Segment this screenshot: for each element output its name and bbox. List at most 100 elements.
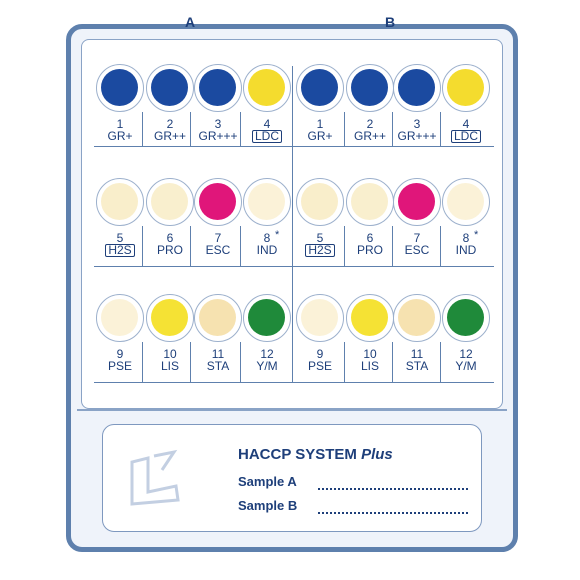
well-reaction-dot — [199, 299, 236, 336]
row-separator-1 — [94, 146, 494, 147]
test-well-a-5 — [96, 178, 144, 226]
test-well-a-6 — [146, 178, 194, 226]
well-reaction-dot — [351, 69, 388, 106]
well-reaction-dot — [248, 183, 285, 220]
sample-a-line — [318, 488, 468, 490]
test-number: 5 — [316, 231, 324, 245]
test-abbreviation: H2S — [305, 244, 335, 257]
panel-divider — [292, 66, 293, 382]
test-number: 10 — [163, 347, 177, 361]
well-reaction-dot — [301, 299, 338, 336]
test-number: 3 — [214, 117, 222, 131]
column-separator — [440, 112, 441, 146]
well-reaction-dot — [351, 183, 388, 220]
test-well-a-8 — [243, 178, 291, 226]
column-separator — [190, 112, 191, 146]
well-reaction-dot — [351, 299, 388, 336]
test-abbreviation: PSE — [107, 359, 132, 373]
test-well-b-3 — [393, 64, 441, 112]
test-number: 1 — [316, 117, 324, 131]
row-separator-2 — [94, 266, 494, 267]
column-separator — [344, 226, 345, 266]
test-number: 8 — [263, 231, 271, 245]
test-number: 2 — [166, 117, 174, 131]
test-well-a-11 — [194, 294, 242, 342]
test-well-b-5 — [296, 178, 344, 226]
test-abbreviation: Y/M — [455, 359, 477, 373]
well-reaction-dot — [199, 183, 236, 220]
panel-label-a: A — [184, 14, 196, 30]
test-well-b-6 — [346, 178, 394, 226]
test-abbreviation: STA — [206, 359, 230, 373]
test-abbreviation: GR+++ — [198, 129, 238, 143]
test-well-a-1 — [96, 64, 144, 112]
test-number: 5 — [116, 231, 124, 245]
test-abbreviation: PRO — [156, 243, 183, 257]
column-separator — [240, 342, 241, 382]
test-well-b-10 — [346, 294, 394, 342]
well-reaction-dot — [301, 183, 338, 220]
test-abbreviation: IND — [455, 243, 477, 257]
test-abbreviation: GR++ — [153, 129, 186, 143]
column-separator — [392, 226, 393, 266]
test-well-a-3 — [194, 64, 242, 112]
test-abbreviation: LDC — [450, 130, 481, 143]
test-number: 8 — [462, 231, 470, 245]
test-number: 7 — [214, 231, 222, 245]
column-separator — [392, 112, 393, 146]
test-abbreviation: Y/M — [256, 359, 278, 373]
test-well-a-10 — [146, 294, 194, 342]
product-title: HACCP SYSTEM Plus — [238, 446, 393, 463]
test-well-b-4 — [442, 64, 490, 112]
test-number: 4 — [462, 117, 470, 131]
test-well-a-9 — [96, 294, 144, 342]
test-abbreviation: GR++ — [353, 129, 386, 143]
well-reaction-dot — [398, 69, 435, 106]
column-separator — [440, 342, 441, 382]
well-reaction-dot — [151, 299, 188, 336]
test-well-b-9 — [296, 294, 344, 342]
well-reaction-dot — [398, 299, 435, 336]
test-abbreviation: ESC — [205, 243, 231, 257]
test-well-b-1 — [296, 64, 344, 112]
column-separator — [344, 342, 345, 382]
test-well-b-8 — [442, 178, 490, 226]
well-reaction-dot — [447, 69, 484, 106]
column-separator — [190, 342, 191, 382]
column-separator — [142, 226, 143, 266]
well-reaction-dot — [447, 299, 484, 336]
test-number: 4 — [263, 117, 271, 131]
test-well-a-7 — [194, 178, 242, 226]
column-separator — [142, 112, 143, 146]
column-separator — [240, 226, 241, 266]
test-abbreviation: IND — [256, 243, 278, 257]
test-asterisk: * — [275, 229, 280, 241]
test-abbreviation: PSE — [307, 359, 332, 373]
test-number: 7 — [413, 231, 421, 245]
well-reaction-dot — [398, 183, 435, 220]
well-reaction-dot — [101, 183, 138, 220]
test-abbreviation: GR+ — [307, 129, 333, 143]
test-well-a-12 — [243, 294, 291, 342]
test-abbreviation: GR+++ — [397, 129, 437, 143]
panel-label-b: B — [384, 14, 396, 30]
sample-card — [102, 424, 482, 532]
sample-a-label: Sample A — [238, 474, 297, 489]
test-abbreviation: LIS — [360, 359, 379, 373]
row-separator-3 — [94, 382, 494, 383]
column-separator — [142, 342, 143, 382]
